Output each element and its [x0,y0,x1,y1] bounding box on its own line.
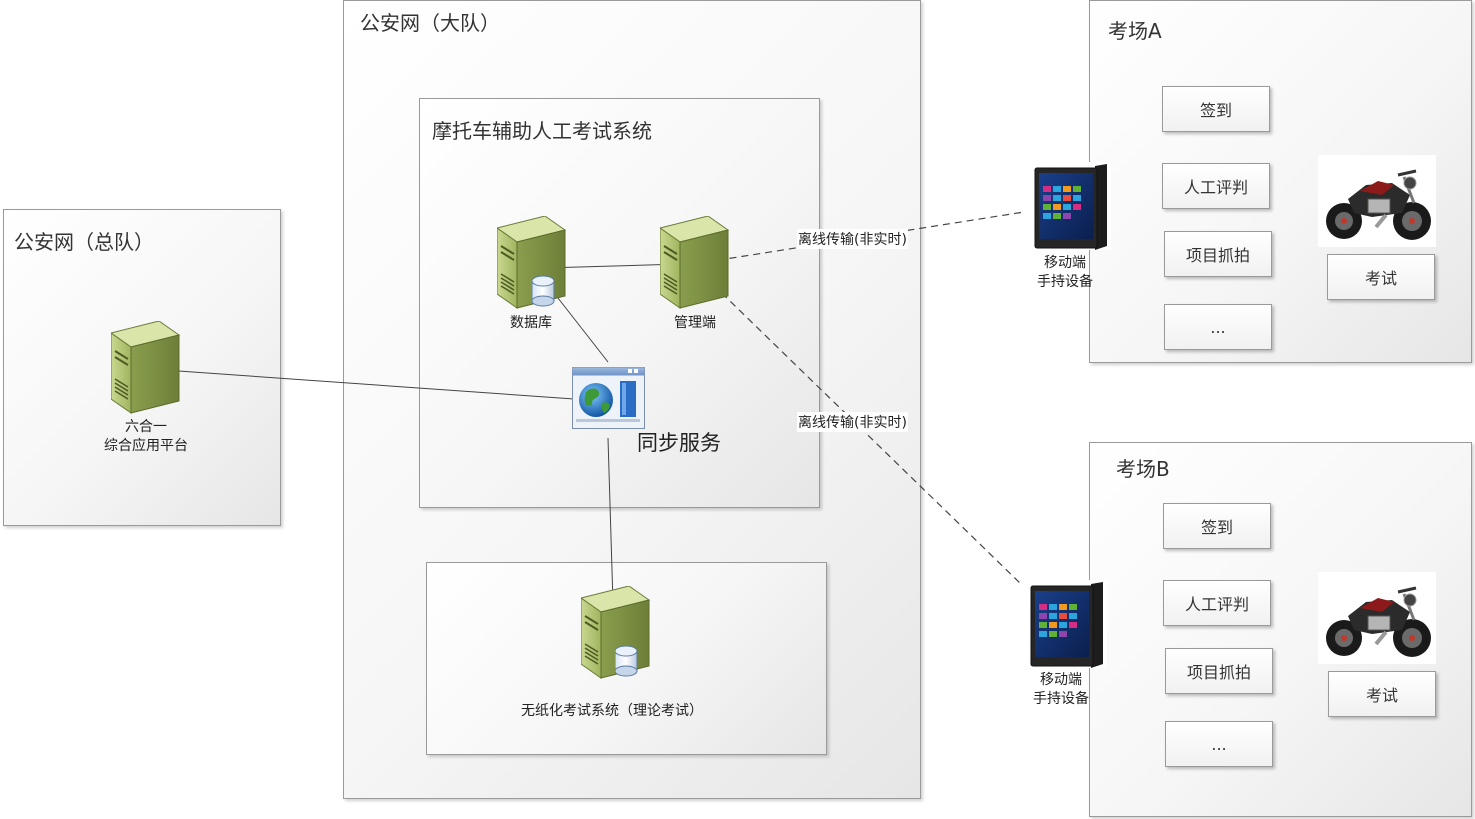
site-b-more-button[interactable]: ... [1165,721,1273,767]
motorcycle-image [1318,155,1436,247]
admin-server-icon [660,216,729,309]
database-icon [532,275,555,307]
site-a-exam-button[interactable]: 考试 [1327,254,1435,300]
group-zongdui-title: 公安网（总队） [14,230,154,254]
link-admin-device-b [695,267,1023,586]
site-b-capture-button[interactable]: 项目抓拍 [1165,648,1273,694]
offline-transfer-label-b: 离线传输(非实时) [797,412,908,432]
site-a-manual-judge-button[interactable]: 人工评判 [1162,163,1270,209]
admin-label: 管理端 [674,315,716,331]
link-admin-device-a [693,211,1025,265]
platform-label-line2: 综合应用平台 [104,438,188,454]
site-a-checkin-button[interactable]: 签到 [1162,86,1270,132]
link-db-admin [543,263,683,269]
site-b-device-line2: 手持设备 [1033,691,1089,707]
site-a-capture-button[interactable]: 项目抓拍 [1164,231,1272,277]
paperless-database-icon [615,645,638,677]
site-a-title: 考场A [1108,19,1162,43]
tablet-icon [1029,580,1108,669]
site-a-device-line1: 移动端 [1044,255,1086,271]
database-label: 数据库 [510,315,552,331]
site-b-title: 考场B [1116,457,1170,481]
server-icon [111,321,180,414]
site-a-device-line2: 手持设备 [1037,274,1093,290]
group-moto-system: 摩托车辅助人工考试系统 [419,98,820,508]
motorcycle-image [1318,572,1436,664]
group-dadui-title: 公安网（大队） [360,11,500,35]
site-a-more-button[interactable]: ... [1164,304,1272,350]
group-moto-system-title: 摩托车辅助人工考试系统 [432,119,652,143]
site-b-exam-button[interactable]: 考试 [1328,671,1436,717]
sync-service-icon [572,367,645,429]
sync-service-label: 同步服务 [637,431,721,455]
link-platform-sync [149,368,575,400]
tablet-icon [1033,162,1112,251]
site-b-checkin-button[interactable]: 签到 [1163,503,1271,549]
offline-transfer-label-a: 离线传输(非实时) [797,229,908,249]
paperless-label: 无纸化考试系统（理论考试） [521,703,703,719]
platform-label-line1: 六合一 [125,419,167,435]
site-b-device-line1: 移动端 [1040,672,1082,688]
site-b-manual-judge-button[interactable]: 人工评判 [1163,580,1271,626]
